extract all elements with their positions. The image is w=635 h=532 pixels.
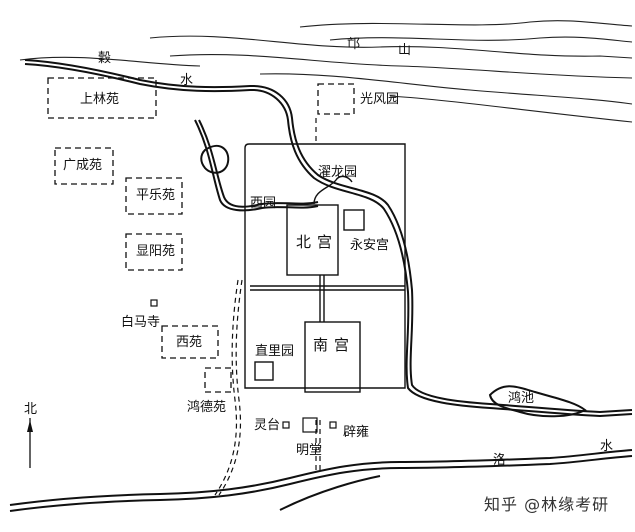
- roads-dashed: [214, 118, 321, 496]
- label-mang: 邙: [347, 37, 361, 52]
- label-piyong: 辟雍: [343, 425, 370, 440]
- label-zhili-yuan: 直里园: [255, 344, 295, 359]
- yongan-marker: [343, 209, 365, 231]
- label-shui-upper: 水: [180, 73, 194, 88]
- luo-river: [9, 449, 633, 512]
- label-hong-chi: 鸿池: [508, 391, 535, 406]
- nan-gong-enclosure: [304, 321, 361, 393]
- luoyang-city-wall: [244, 143, 406, 389]
- label-hongde-yuan: 鸿德苑: [187, 400, 227, 415]
- watermark: 知乎 @林缘考研: [484, 495, 610, 514]
- label-xianyang-yuan: 显阳苑: [136, 244, 176, 259]
- label-xi-yuan-palace: 西园: [250, 196, 277, 211]
- zhili-marker: [254, 361, 274, 381]
- label-shan: 山: [398, 43, 412, 58]
- label-zhuolong-yuan: 濯龙园: [318, 165, 358, 180]
- label-nan-gong: 南宫: [313, 336, 356, 354]
- north-label: 北: [24, 402, 38, 417]
- label-luo: 洛: [493, 453, 507, 468]
- label-bei-gong: 北宫: [296, 233, 339, 251]
- label-yongan-gong: 永安宫: [350, 238, 390, 253]
- label-guangfeng-yuan: 光风园: [360, 92, 400, 107]
- label-shui-lower: 水: [600, 439, 614, 454]
- label-lingtai: 灵台: [254, 418, 281, 433]
- palaces: [250, 175, 405, 393]
- bei-gong-enclosure: [286, 204, 339, 276]
- label-shanglin-yuan: 上林苑: [80, 92, 120, 107]
- label-guangcheng-yuan: 广成苑: [63, 158, 103, 173]
- label-xi-yuan-outer: 西苑: [176, 335, 203, 350]
- label-gu: 穀: [98, 51, 112, 66]
- north-arrow-icon: [27, 418, 33, 468]
- label-pingle-yuan: 平乐苑: [136, 188, 176, 203]
- small-markers: [150, 299, 337, 433]
- label-baima-si: 白马寺: [121, 315, 161, 330]
- label-mingtang: 明堂: [296, 443, 323, 458]
- mang-mountain-contours: [19, 20, 633, 123]
- parks-dashed: [47, 77, 355, 393]
